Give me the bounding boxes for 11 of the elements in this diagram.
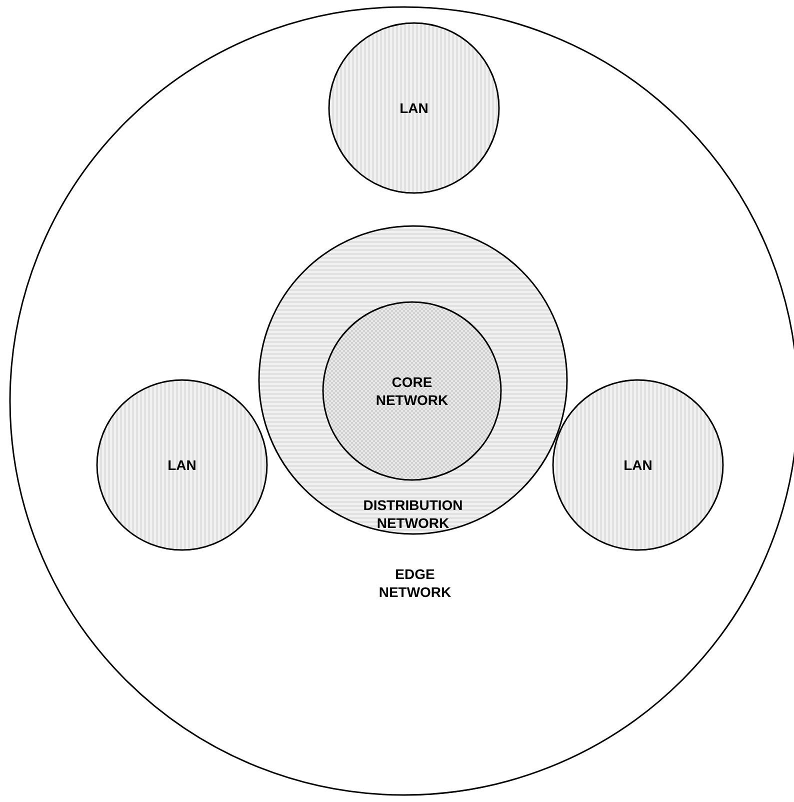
core-network-circle <box>322 301 502 481</box>
network-label: LAN <box>398 99 430 117</box>
lan-circle <box>328 22 500 194</box>
network-label: LAN <box>166 456 198 474</box>
network-label: LAN <box>622 456 654 474</box>
lan-circle <box>552 379 724 551</box>
distribution-network-circle <box>258 225 568 535</box>
network-label: CORE NETWORK <box>374 373 450 409</box>
lan-circle <box>96 379 268 551</box>
network-label: DISTRIBUTION NETWORK <box>362 496 464 532</box>
network-label: EDGE NETWORK <box>378 565 452 601</box>
